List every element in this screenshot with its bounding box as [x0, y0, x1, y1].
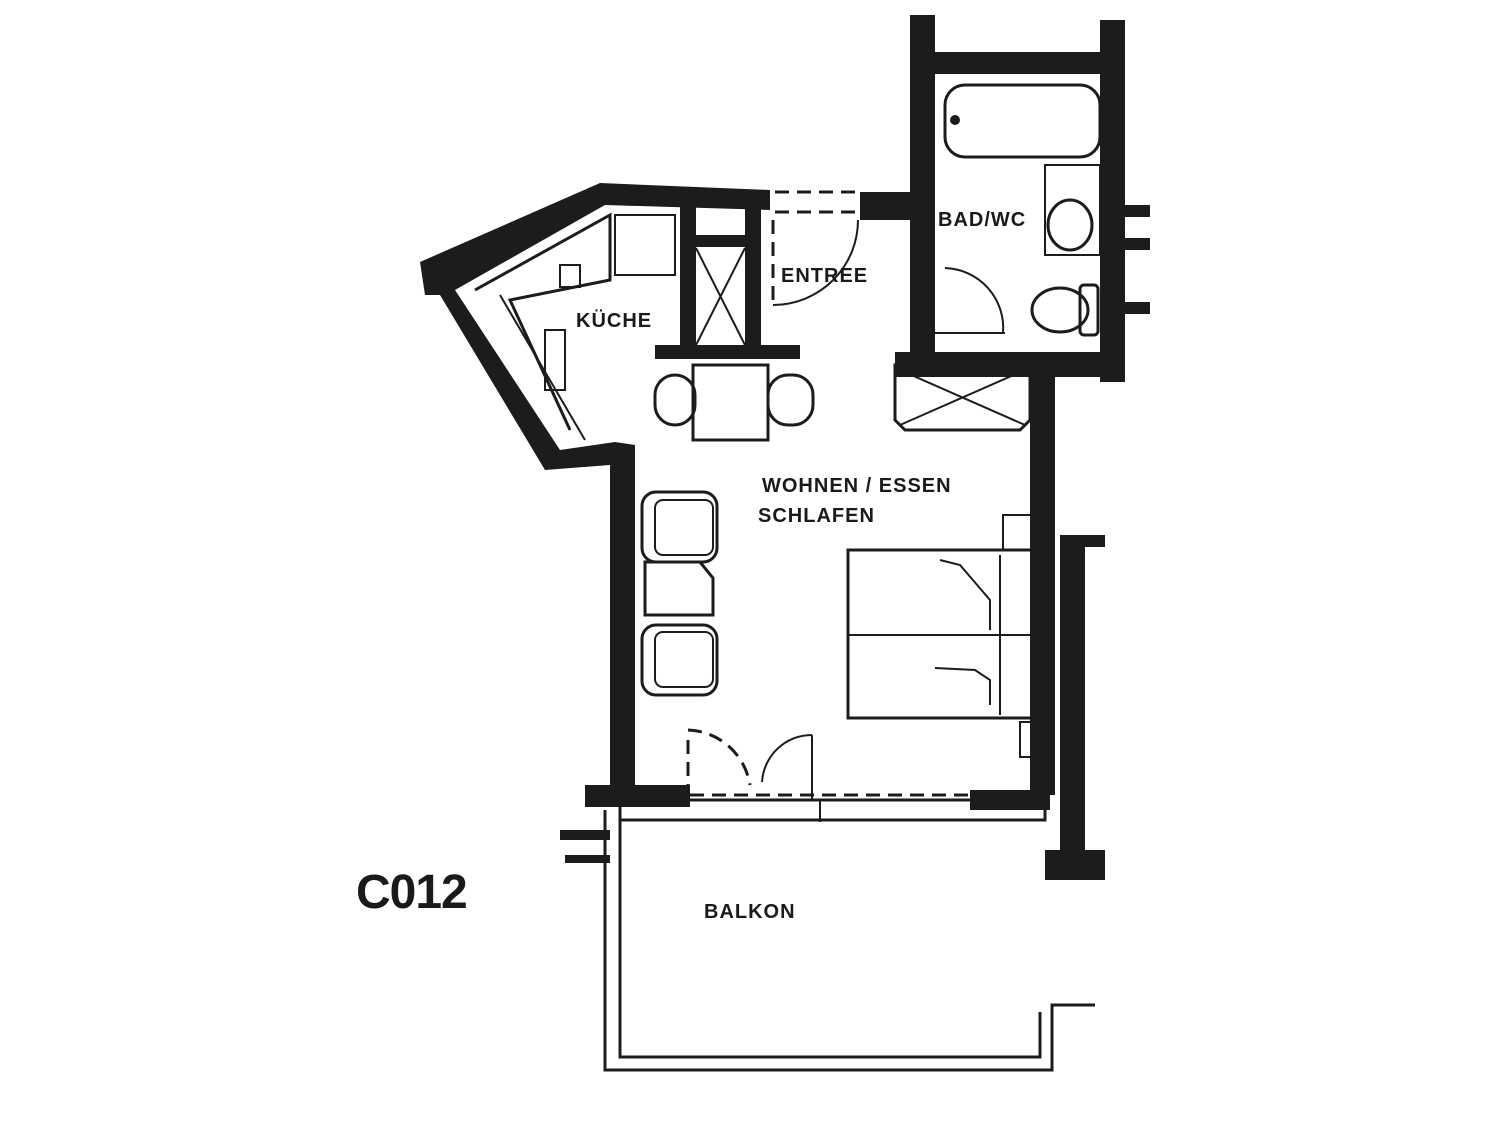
- dining-table: [653, 363, 815, 442]
- room-label-bathroom: BAD/WC: [938, 209, 1026, 231]
- room-label-living: WOHNEN / ESSEN: [762, 475, 952, 497]
- armchair: [640, 623, 719, 697]
- toilet-icon: [1030, 283, 1100, 337]
- unit-id: C012: [356, 866, 467, 919]
- room-label-balcony: BALKON: [704, 901, 796, 923]
- kitchen-counter: [474, 212, 676, 441]
- room-label-kitchen: KÜCHE: [576, 309, 652, 332]
- cabinet: [893, 363, 1032, 432]
- balcony-outline: [603, 810, 1095, 1072]
- armchair: [640, 490, 719, 564]
- double-bed: [846, 514, 1050, 758]
- sink-icon: [1044, 164, 1101, 256]
- room-label-sleeping: SCHLAFEN: [758, 505, 875, 527]
- doors-windows: [618, 190, 1047, 822]
- interior-walls: [655, 205, 800, 359]
- side-table: [643, 560, 715, 617]
- exterior-walls: [420, 15, 1150, 880]
- bathtub-icon: [943, 83, 1102, 159]
- room-label-entrance: ENTREE: [781, 265, 868, 287]
